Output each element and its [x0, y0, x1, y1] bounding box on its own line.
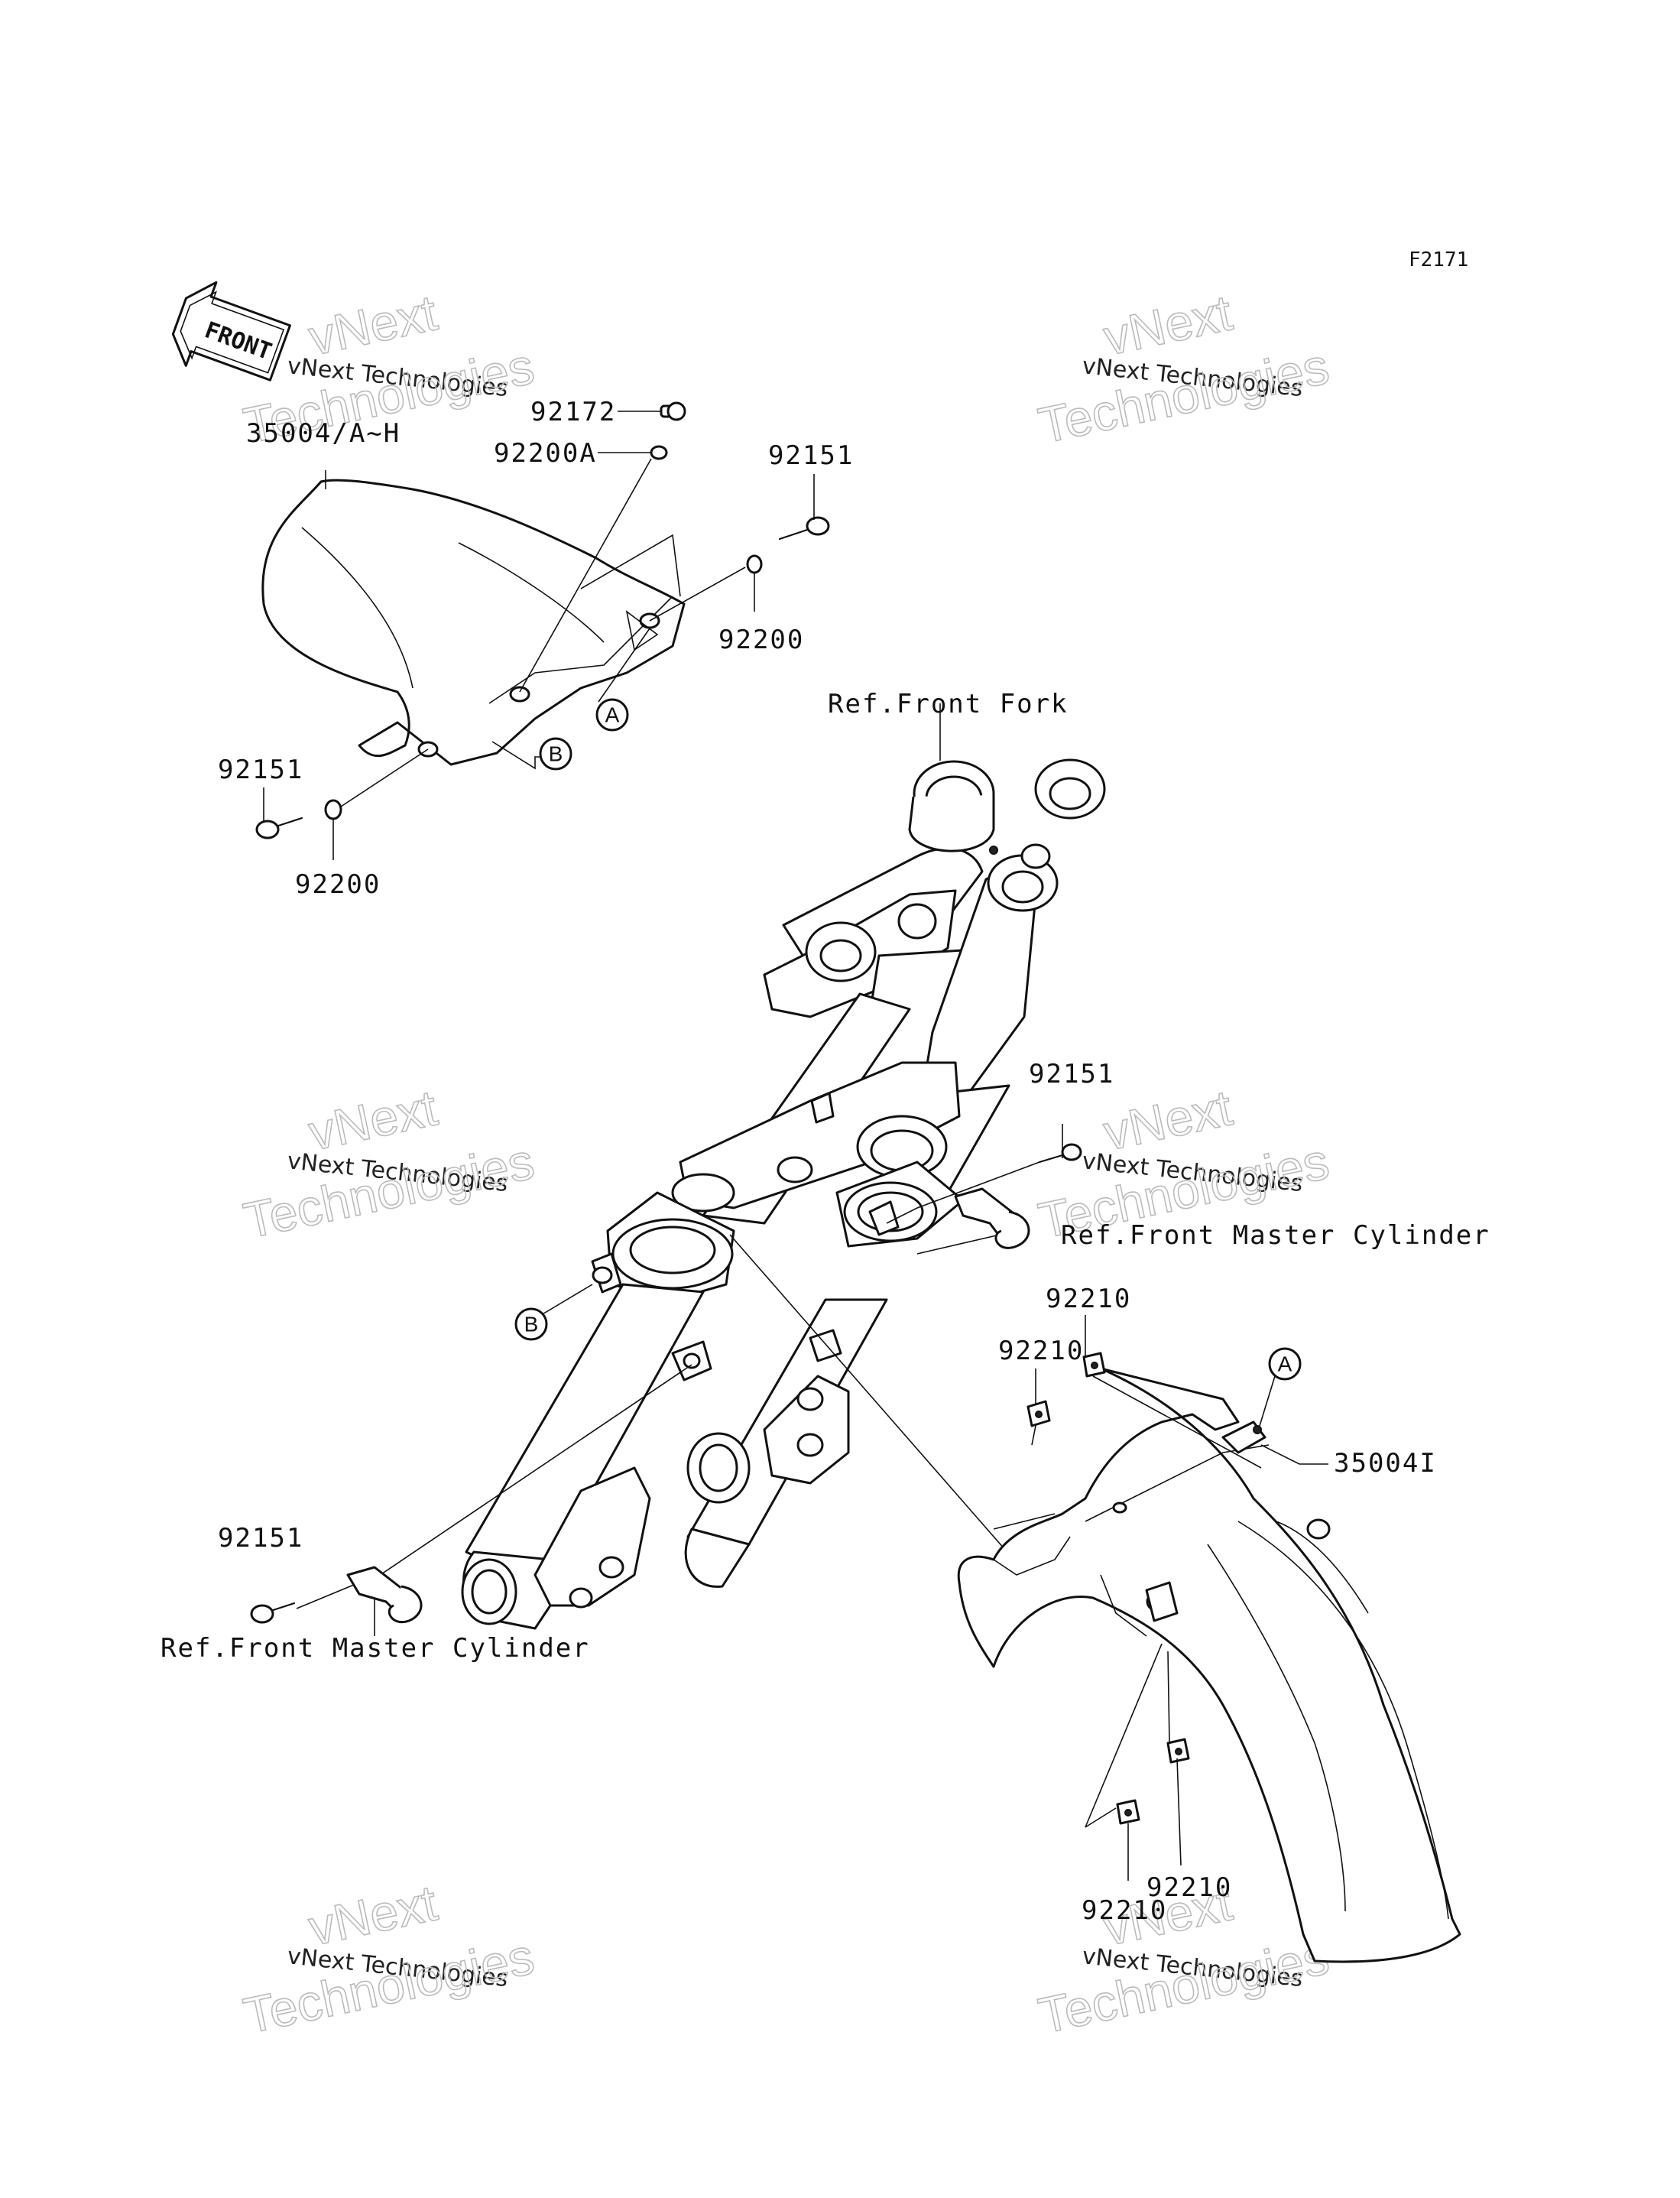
clip-92210-a-icon — [1082, 1352, 1106, 1378]
master-cylinder-clamp-left — [346, 1566, 423, 1624]
front-arrow-icon: FRONT — [171, 281, 291, 381]
label-92210-a: 92210 — [1046, 1284, 1131, 1314]
label-92210-c: 92210 — [1146, 1872, 1232, 1903]
label-92200a: 92200A — [494, 438, 597, 469]
diagram-code: F2171 — [1409, 248, 1468, 271]
label-ref-master-cyl-left: Ref.Front Master Cylinder — [161, 1633, 590, 1664]
watermark-line3: Technologies — [1034, 1927, 1334, 2044]
label-92200-left: 92200 — [295, 869, 381, 900]
watermark-line3: Technologies — [239, 1132, 539, 1248]
label-92151-mid: 92151 — [1029, 1059, 1114, 1089]
label-92210-d: 92210 — [1082, 1895, 1167, 1926]
svg-text:B: B — [549, 742, 563, 766]
master-cylinder-clamp-right — [954, 1187, 1030, 1249]
watermark-line1: vNext — [304, 284, 442, 365]
bolt-92151-top-icon — [778, 516, 830, 541]
marker-a-top: A — [595, 698, 629, 732]
clip-92210-b-icon — [1026, 1400, 1051, 1427]
watermark-line3: Technologies — [1034, 337, 1334, 453]
label-92200-right: 92200 — [718, 625, 804, 655]
watermark-line1: vNext — [304, 1874, 442, 1956]
washer-92200a-icon — [650, 445, 668, 460]
label-35004i: 35004I — [1334, 1448, 1437, 1479]
label-92151-bottom: 92151 — [218, 1523, 303, 1554]
clip-92210-d-icon — [1116, 1799, 1140, 1825]
washer-92200-right-icon — [746, 554, 763, 574]
svg-text:A: A — [605, 703, 620, 727]
bolt-92172-icon — [660, 401, 686, 421]
marker-b-fork: B — [514, 1307, 548, 1341]
front-fork-assembly — [461, 758, 1106, 1630]
front-fender-upper — [261, 479, 686, 766]
fender-bolt-icon — [1253, 1425, 1262, 1434]
watermark-top-right: vNext vNext Technologies Technologies — [1033, 283, 1335, 454]
watermark-line1: vNext — [1099, 284, 1237, 365]
watermark-bottom-left: vNext vNext Technologies Technologies — [238, 1873, 540, 2044]
label-92151-left: 92151 — [218, 755, 303, 785]
bolt-92151-left-icon — [255, 817, 303, 839]
clip-92210-c-icon — [1166, 1738, 1190, 1764]
bolt-92151-mid-icon — [1038, 1143, 1082, 1164]
bolt-92151-bottom-icon — [250, 1602, 296, 1624]
marker-b-top: B — [539, 737, 572, 771]
label-92151-top: 92151 — [768, 440, 854, 471]
washer-92200-left-icon — [324, 799, 342, 820]
label-92210-b: 92210 — [998, 1336, 1084, 1366]
label-ref-front-fork: Ref.Front Fork — [828, 689, 1069, 719]
label-35004-a-h: 35004/A~H — [246, 418, 401, 449]
watermark-line1: vNext — [304, 1079, 442, 1161]
front-fender-lower — [957, 1367, 1461, 1963]
label-92172: 92172 — [530, 397, 616, 427]
marker-a-fender: A — [1268, 1347, 1302, 1381]
watermark-line1: vNext — [1099, 1079, 1237, 1161]
watermark-mid-left: vNext vNext Technologies Technologies — [238, 1078, 540, 1249]
watermark-line3: Technologies — [239, 1927, 539, 2044]
label-ref-master-cyl-right: Ref.Front Master Cylinder — [1061, 1220, 1490, 1251]
svg-text:A: A — [1278, 1352, 1292, 1376]
svg-text:B: B — [524, 1313, 539, 1336]
